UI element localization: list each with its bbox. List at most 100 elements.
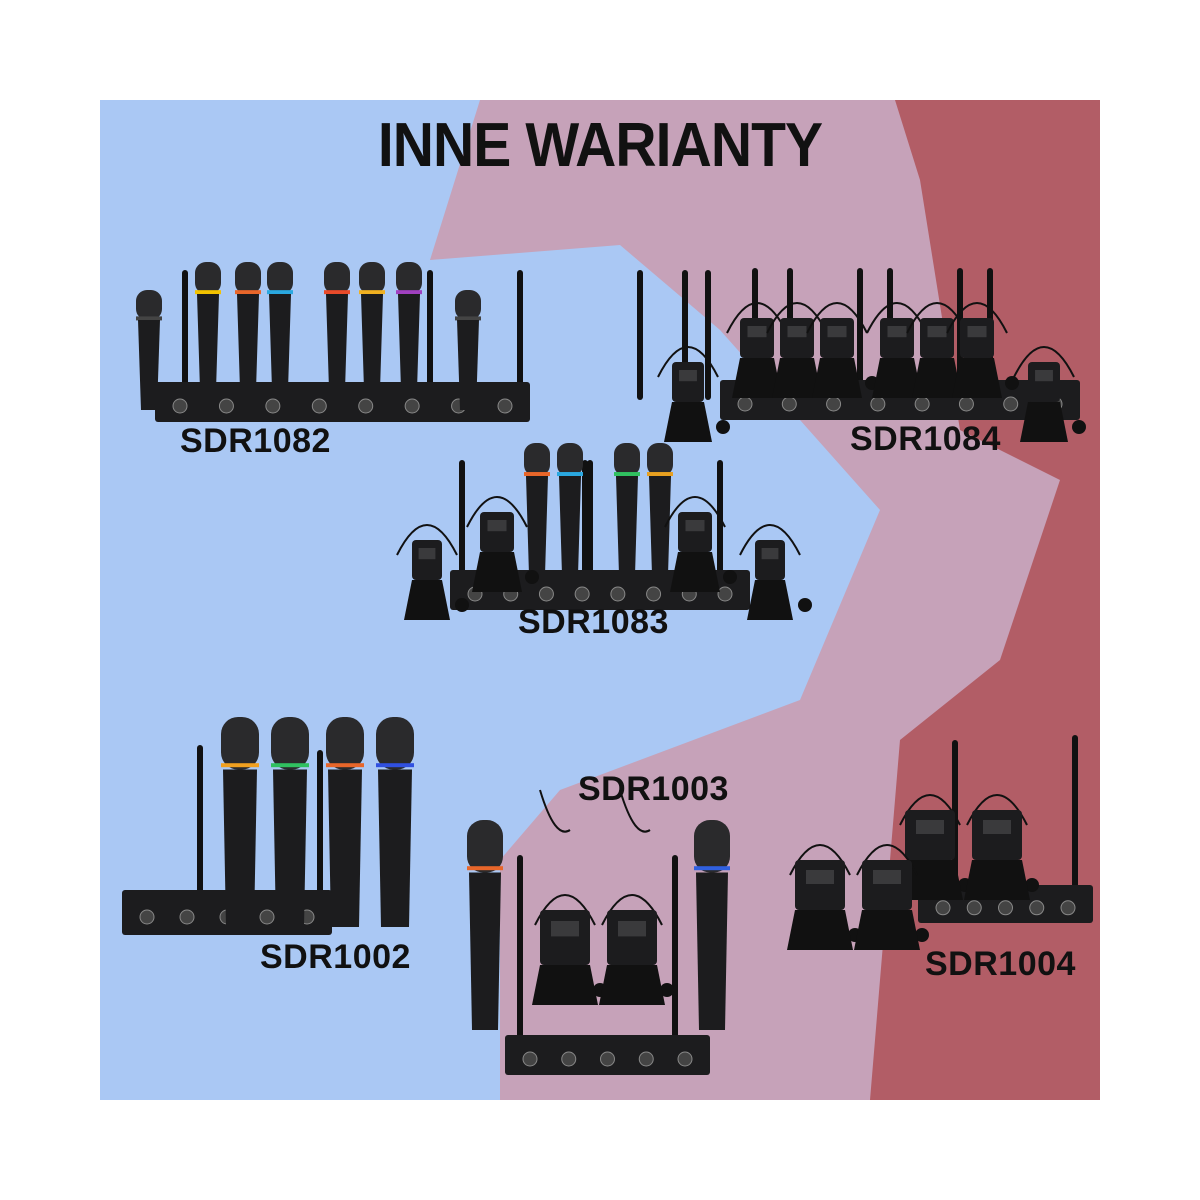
mic-ring [324,290,350,295]
receiver-knob [522,1051,538,1067]
bodypack-transmitter [946,302,1019,398]
receiver-knob [574,586,590,602]
mic-handle [378,769,412,927]
receiver-knob [139,909,155,925]
bodypack-body [540,910,590,965]
model-label-sdr1003: SDR1003 [578,770,729,808]
bodypack-cable [532,965,598,1005]
antenna-icon [857,268,863,388]
mic-handle [457,320,479,410]
bodypack-body [672,362,704,402]
mic-handle [616,476,638,575]
antenna-icon [459,460,465,580]
bodypack-transmitter [1013,346,1086,442]
antenna-icon [197,745,203,895]
bodypack-display [827,326,847,338]
receiver-knob [218,398,234,414]
bodypack-body [780,318,814,358]
bodypack-display [747,326,767,338]
microphone [326,717,364,927]
mic-ring [376,763,414,768]
microphone [271,717,309,927]
antenna-icon [182,270,188,400]
receiver-knob [404,398,420,414]
mic-handle [237,294,259,390]
mic-grille [455,290,481,320]
bodypack-display [983,820,1011,834]
model-label-sdr1004: SDR1004 [925,945,1076,983]
receiver-knob [638,1051,654,1067]
product-art [122,262,1093,1075]
bodypack-cable [599,965,665,1005]
bodypack-body [905,810,955,860]
mic-grille [195,262,221,294]
bodypack-display [927,326,947,338]
bodypack-transmitter [532,894,607,1005]
bodypack-cable [772,358,822,398]
headset-mic [798,598,812,612]
lavalier-cable [539,789,571,833]
mic-handle [649,476,671,575]
receiver [155,382,530,422]
antenna-icon [672,855,678,1045]
antenna-icon [317,750,323,900]
mic-ring [467,866,503,871]
bodypack-display [685,520,705,532]
bodypack-display [873,870,901,884]
mic-handle [326,294,348,390]
microphone [136,290,162,410]
headset-mic [1072,420,1086,434]
mic-grille [467,820,503,873]
receiver-knob [561,1051,577,1067]
headset-band [946,302,1008,334]
mic-ring [694,866,730,871]
bodypack-cable [872,358,922,398]
bodypack-body [740,318,774,358]
bodypack-cable [732,358,782,398]
bodypack-cable [404,580,450,620]
mic-handle [328,769,362,927]
microphone [324,262,350,390]
headset-mic [525,570,539,584]
receiver-knob [914,396,930,412]
bodypack-display [487,520,507,532]
antenna-icon [1072,735,1078,905]
headset-mic [723,570,737,584]
mic-ring [271,763,309,768]
mic-grille [396,262,422,294]
model-label-sdr1002: SDR1002 [260,938,411,976]
receiver-knob [646,586,662,602]
antenna-icon [637,270,643,400]
bodypack-body [607,910,657,965]
microphone [376,717,414,927]
bodypack-display [806,870,834,884]
mic-handle [361,294,383,390]
microphone [557,443,583,575]
mic-handle [696,872,728,1030]
mic-grille [267,262,293,294]
antenna-icon [517,270,523,400]
receiver-knob [677,1051,693,1067]
microphone [467,820,503,1030]
bodypack-body [412,540,442,580]
antenna-icon [427,270,433,400]
bodypack-cable [912,358,962,398]
headset-mic [915,928,929,942]
receiver-knob [259,909,275,925]
mic-grille [271,717,309,770]
model-label-sdr1084: SDR1084 [850,420,1001,458]
bodypack-body [755,540,785,580]
mic-grille [359,262,385,294]
receiver-knob [538,586,554,602]
bodypack-transmitter [657,346,730,442]
receiver-knob [717,586,733,602]
microphone [524,443,550,575]
headset-band [657,346,719,378]
bodypack-display [1035,370,1053,382]
microphone [694,820,730,1030]
mic-ring [221,763,259,768]
mic-grille [136,290,162,320]
model-label-sdr1083: SDR1083 [518,603,669,641]
mic-ring [267,290,293,295]
microphone [455,290,481,410]
